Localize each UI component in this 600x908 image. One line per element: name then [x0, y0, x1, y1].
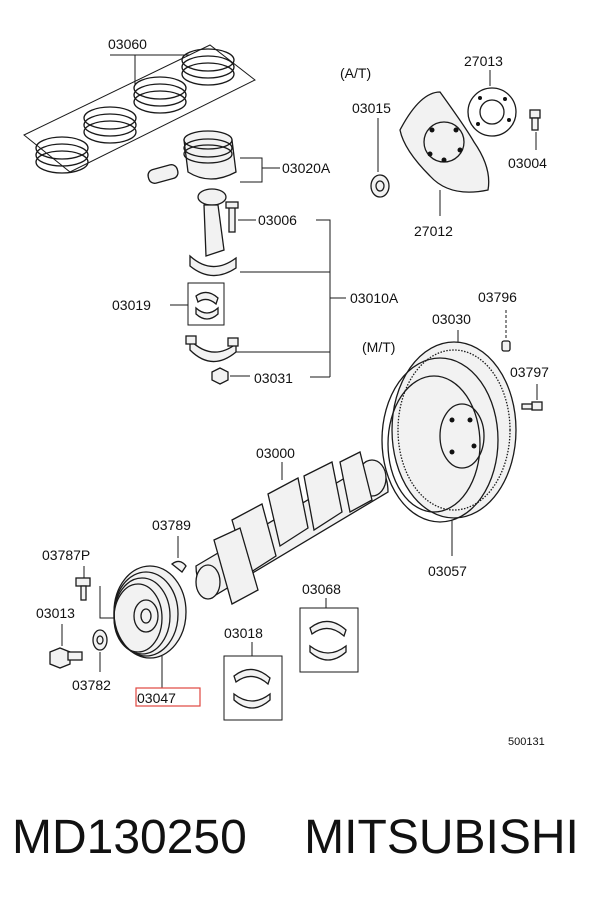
- label-03782: 03782: [72, 677, 111, 693]
- label-27013: 27013: [464, 53, 503, 69]
- part-number: MD130250: [12, 811, 247, 864]
- label-03797: 03797: [510, 364, 549, 380]
- crankshaft-pulley: [113, 565, 187, 659]
- label-03018: 03018: [224, 625, 263, 641]
- pulley-washer: [92, 629, 108, 651]
- flywheel: [381, 341, 517, 523]
- caption: MD130250 MITSUBISHI: [12, 808, 592, 878]
- label-27012: 27012: [414, 223, 453, 239]
- piston-ring-set: [23, 44, 256, 174]
- label-03030: 03030: [432, 311, 471, 327]
- crankshaft: [195, 451, 389, 605]
- adapter-plate: [467, 87, 517, 137]
- label-03013: 03013: [36, 605, 75, 621]
- label-03060: 03060: [108, 36, 147, 52]
- drawing-number: 500131: [508, 736, 545, 748]
- label-03000: 03000: [256, 445, 295, 461]
- rod-nut: [211, 367, 229, 385]
- label-03006: 03006: [258, 212, 297, 228]
- label-mt: (M/T): [362, 339, 395, 355]
- label-03031: 03031: [254, 370, 293, 386]
- woodruff-key: [170, 560, 187, 573]
- label-03010a: 03010A: [350, 290, 399, 306]
- label-03019: 03019: [112, 297, 151, 313]
- label-03787p: 03787P: [42, 547, 90, 563]
- crankshaft-bushing: [370, 174, 390, 198]
- rod-bearing-upper: [187, 282, 225, 326]
- connecting-rod: [189, 188, 239, 277]
- exploded-parts-diagram: 03060 03020A 03006 03010A 03019: [23, 36, 549, 748]
- label-03789: 03789: [152, 517, 191, 533]
- brand-name: MITSUBISHI: [304, 811, 579, 864]
- label-03020a: 03020A: [282, 160, 331, 176]
- piston: [147, 130, 237, 184]
- label-03004: 03004: [508, 155, 547, 171]
- highlight-box-03047: [135, 687, 201, 707]
- label-03796: 03796: [478, 289, 517, 305]
- rod-cap: [185, 335, 239, 363]
- drive-plate-bolt: [529, 109, 541, 131]
- label-03068: 03068: [302, 581, 341, 597]
- label-at: (A/T): [340, 65, 371, 81]
- crank-pulley-bolt: [49, 647, 83, 669]
- dowel-pin: [501, 340, 511, 352]
- drive-plate: [399, 91, 490, 193]
- pulley-bolt-small: [75, 577, 91, 601]
- flywheel-bolt: [521, 401, 543, 411]
- main-bearing-thrust: [299, 607, 359, 673]
- label-03047: 03047: [137, 690, 176, 706]
- label-03057: 03057: [428, 563, 467, 579]
- main-bearing: [223, 655, 283, 721]
- label-03015: 03015: [352, 100, 391, 116]
